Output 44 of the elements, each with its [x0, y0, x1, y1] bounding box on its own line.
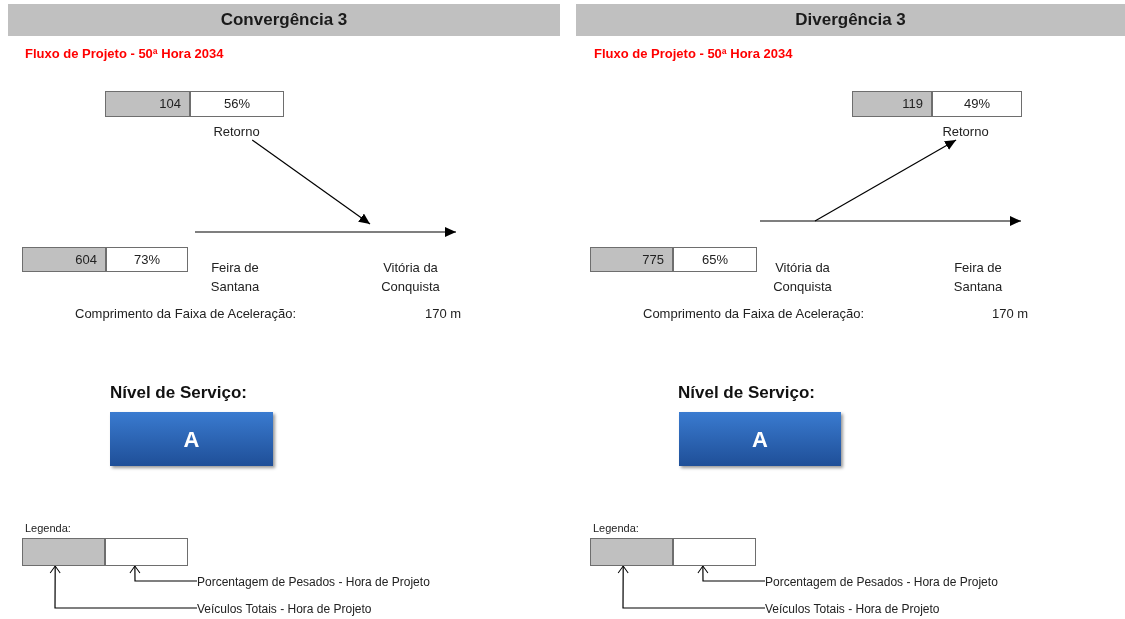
leader-line — [697, 565, 766, 582]
volume-cell: 604 — [22, 247, 106, 272]
legend-cell — [105, 538, 188, 566]
arrow — [759, 216, 1022, 226]
arrow — [194, 227, 457, 237]
service-level-badge: A — [110, 412, 273, 466]
place-label: Retorno — [934, 122, 997, 140]
leader-line — [129, 565, 198, 582]
place-label: Vitória da Conquista — [760, 221, 845, 292]
legend-cell — [673, 538, 756, 566]
legend-cell — [22, 538, 105, 566]
legend-note: Veículos Totais - Hora de Projeto — [197, 600, 507, 616]
lane-length-value: 170 m — [425, 305, 462, 323]
service-level-label: Nível de Serviço: — [678, 382, 815, 404]
leader-line — [617, 565, 766, 609]
lane-length-label: Comprimento da Faixa de Aceleração: — [643, 305, 865, 323]
arrow — [814, 139, 957, 222]
percentage-cell: 49% — [932, 91, 1022, 117]
lane-length-label: Comprimento da Faixa de Aceleração: — [75, 305, 297, 323]
legend-note: Veículos Totais - Hora de Projeto — [765, 600, 1075, 616]
service-level-label: Nível de Serviço: — [110, 382, 247, 404]
leader-line — [49, 565, 198, 609]
arrow — [251, 139, 371, 225]
subtitle: Fluxo de Projeto - 50ª Hora 2034 — [594, 45, 793, 63]
volume-cell: 104 — [105, 91, 190, 117]
legend-title: Legenda: — [593, 521, 639, 536]
place-label: Feira de Santana — [935, 221, 1021, 292]
percentage-cell: 65% — [673, 247, 757, 272]
legend-title: Legenda: — [25, 521, 71, 536]
place-label: Vitória da Conquista — [365, 232, 456, 292]
header-bar: Convergência 3 — [8, 4, 560, 36]
legend-cell — [590, 538, 673, 566]
percentage-cell: 73% — [106, 247, 188, 272]
header-bar: Divergência 3 — [576, 4, 1125, 36]
volume-cell: 775 — [590, 247, 673, 272]
volume-cell: 119 — [852, 91, 932, 117]
place-label: Retorno — [205, 122, 268, 140]
subtitle: Fluxo de Projeto - 50ª Hora 2034 — [25, 45, 224, 63]
lane-length-value: 170 m — [992, 305, 1029, 323]
legend-note: Porcentagem de Pesados - Hora de Projeto — [765, 573, 1075, 589]
place-label: Feira de Santana — [195, 232, 275, 292]
service-level-badge: A — [679, 412, 841, 466]
percentage-cell: 56% — [190, 91, 284, 117]
legend-note: Porcentagem de Pesados - Hora de Projeto — [197, 573, 507, 589]
